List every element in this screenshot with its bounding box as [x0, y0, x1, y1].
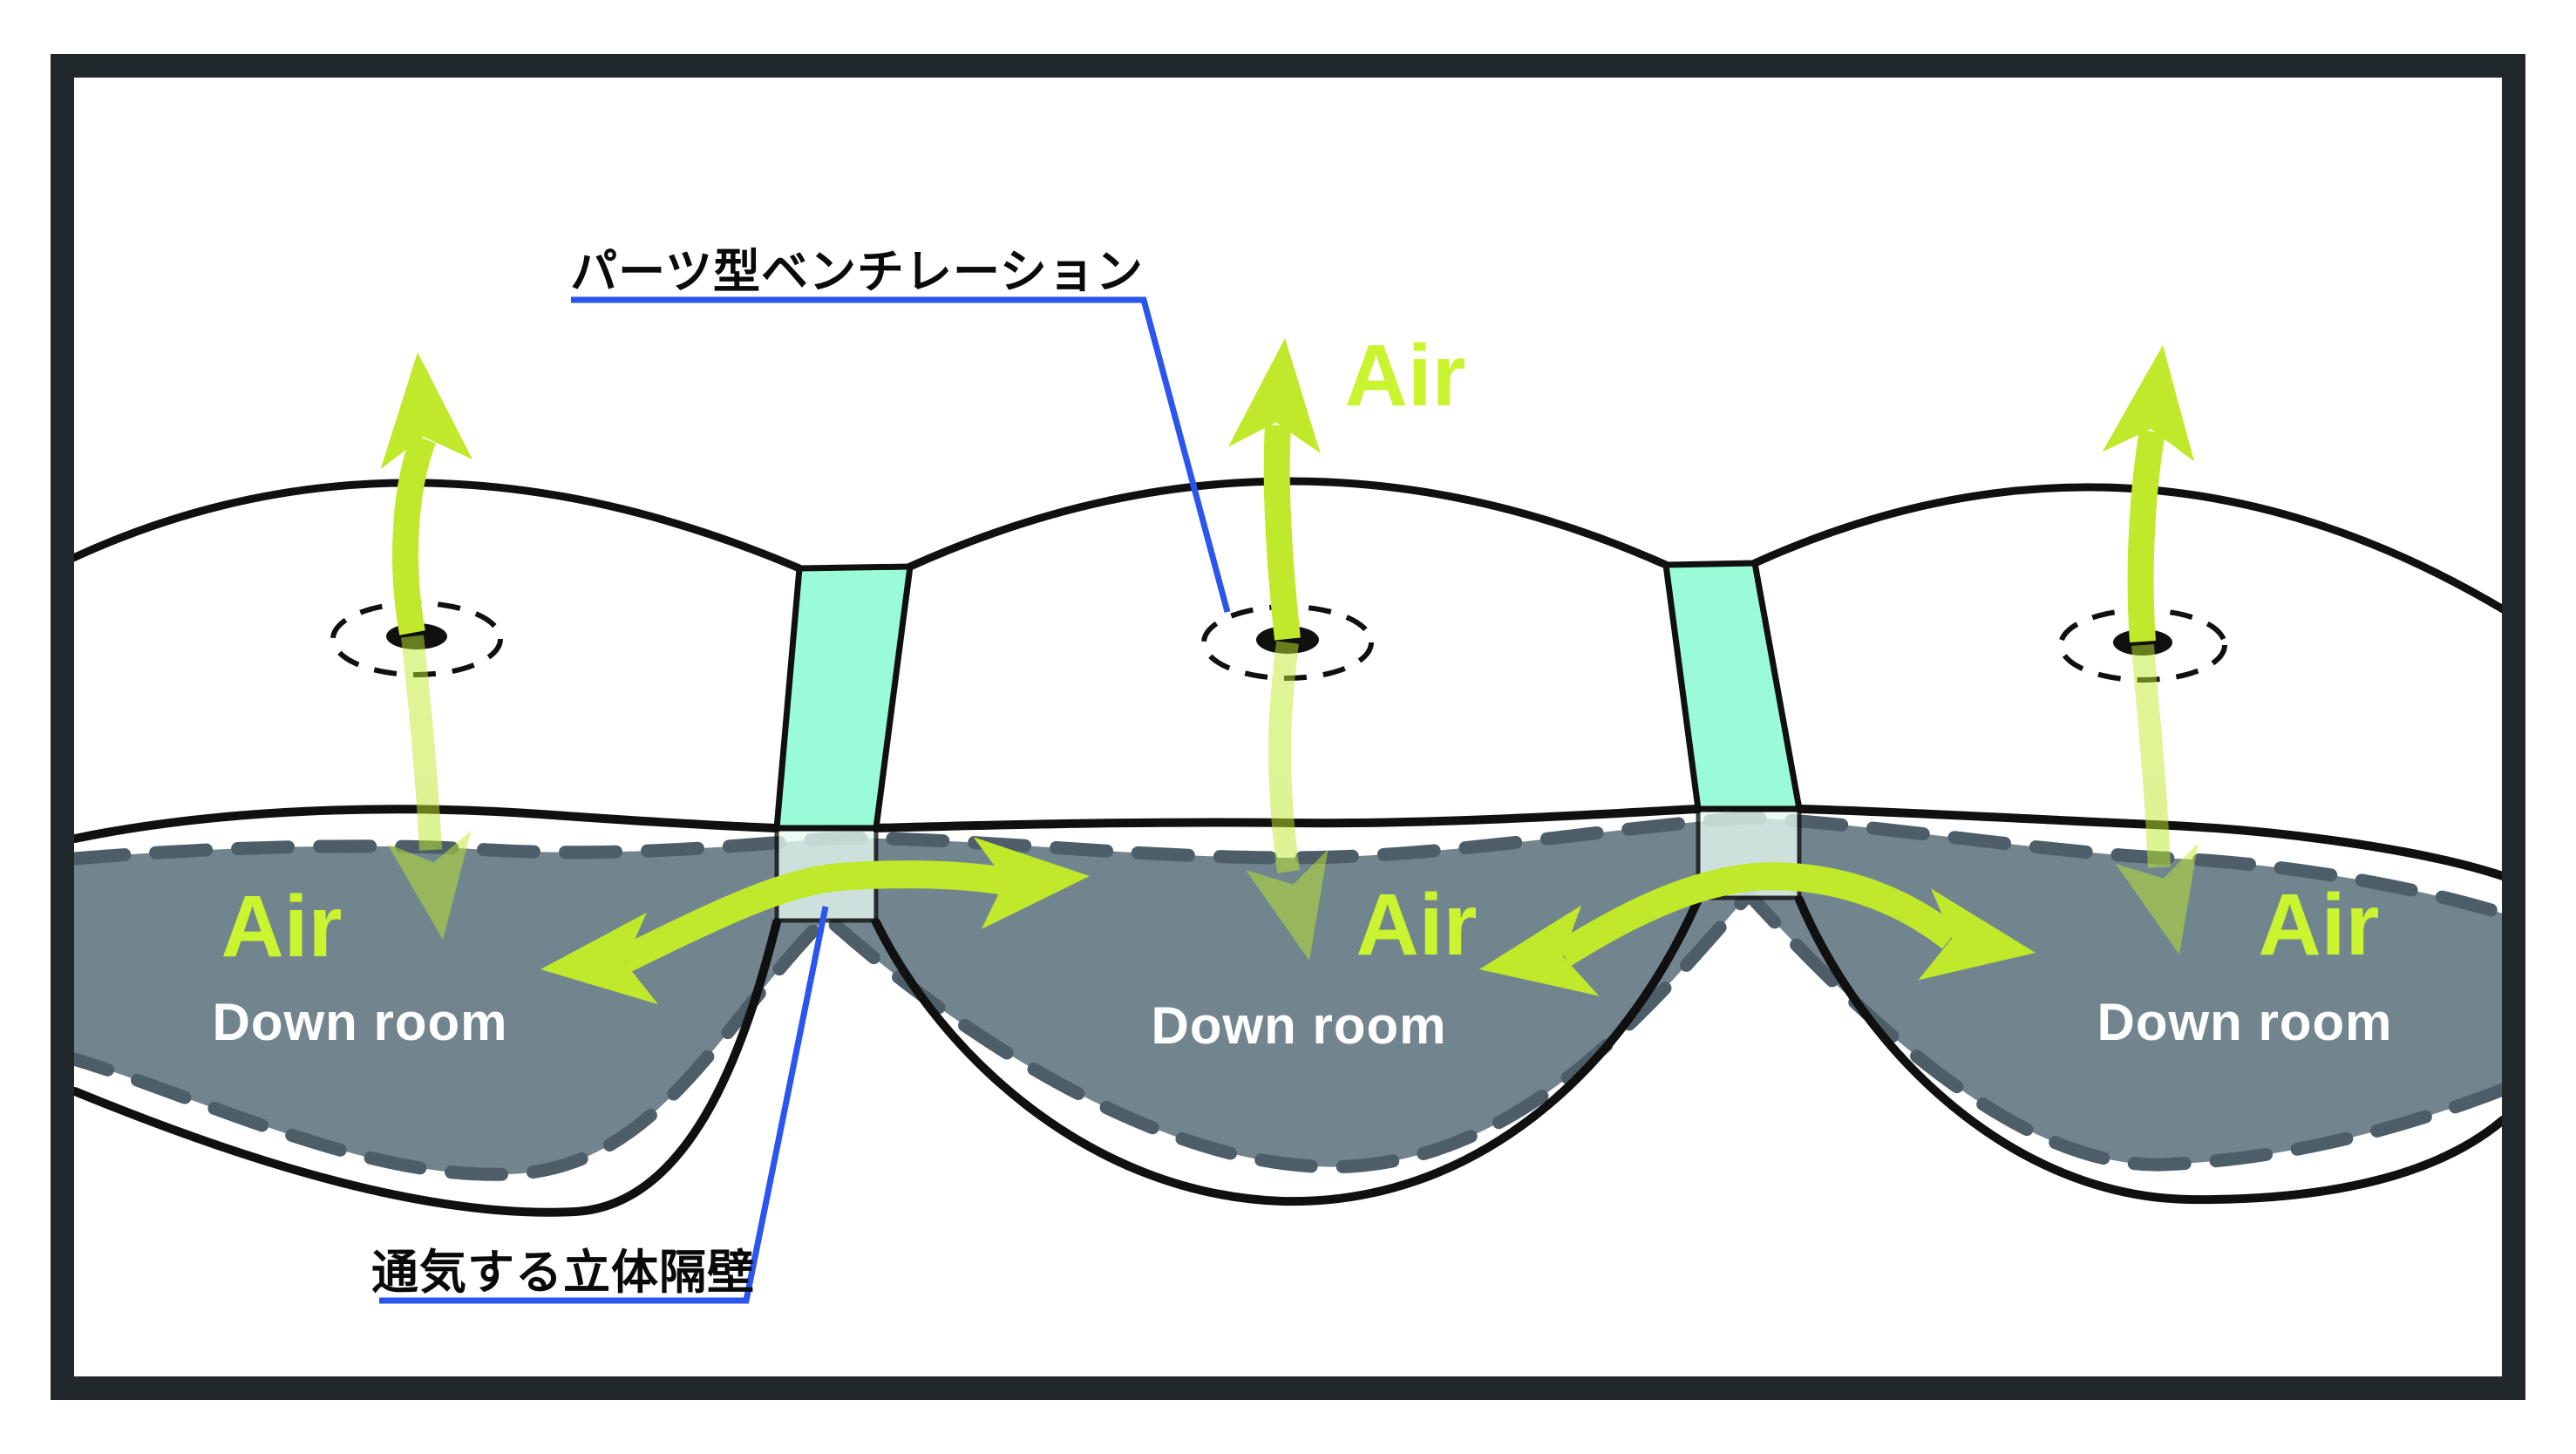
ventilation-callout-label: パーツ型ベンチレーション: [570, 246, 1144, 298]
air-label-top: Air: [1345, 327, 1466, 425]
vent-hole-dot-right: [2113, 629, 2172, 656]
air-down-arrow-left: [386, 635, 486, 946]
baffle-wall-right: [1662, 560, 1803, 812]
air-down-arrow-tail: [1268, 641, 1300, 873]
vent-hole-dot-middle: [1256, 626, 1319, 654]
diagram-frame: [51, 54, 2525, 1400]
down-room-label-left: Down room: [213, 993, 508, 1051]
down-room-label-right: Down room: [2097, 993, 2393, 1051]
down-room-label-middle: Down room: [1152, 996, 1447, 1055]
outer-bottom-right: [1795, 895, 2507, 1205]
air-label-chamber-right: Air: [2259, 876, 2380, 974]
callout-labels: パーツ型ベンチレーション 通気する立体隔壁: [371, 246, 1144, 1299]
leader-line-ventilation: [571, 296, 1231, 613]
air-up-arrow-tail: [2127, 429, 2165, 643]
air-up-arrow-tail: [1263, 425, 1301, 641]
faded-down-arrows: [386, 635, 2222, 970]
air-exchange-arrow-left: [535, 829, 1093, 1016]
air-label-chamber-middle: Air: [1356, 876, 1478, 974]
outer-top-left: [71, 805, 781, 843]
air-exchange-tail: [1555, 862, 1960, 967]
baffle-callout-label: 通気する立体隔壁: [371, 1247, 755, 1299]
air-up-arrow-middle: [1227, 334, 1330, 641]
air-up-arrow-tail: [392, 433, 437, 635]
air-up-arrow-left: [370, 348, 473, 635]
air-exchange-arrow-right: [1471, 862, 2043, 1016]
leader-line-baffle: [379, 906, 829, 1304]
air-labels: Air Air Air Air: [221, 327, 2380, 975]
air-label-chamber-left: Air: [221, 878, 343, 975]
air-up-arrow-right: [2102, 339, 2208, 643]
baffle-walls: [773, 560, 1803, 832]
air-down-arrow-middle: [1245, 641, 1352, 970]
down-room-labels: Down room Down room Down room: [213, 993, 2393, 1055]
outer-bottom-middle: [872, 895, 1703, 1206]
air-down-arrow-tail: [401, 635, 442, 851]
air-down-arrow-tail: [2131, 644, 2171, 868]
top-arc-left: [69, 479, 804, 573]
bright-air-arrows: [370, 334, 2208, 1016]
baffle-wall-left: [773, 563, 914, 832]
air-down-arrow-right: [2115, 644, 2222, 964]
leader-lines: [379, 296, 1231, 1304]
dashed-border-bottom: [67, 884, 2510, 1181]
outer-bottom-left: [71, 918, 781, 1217]
air-exchange-tail: [617, 860, 1008, 973]
